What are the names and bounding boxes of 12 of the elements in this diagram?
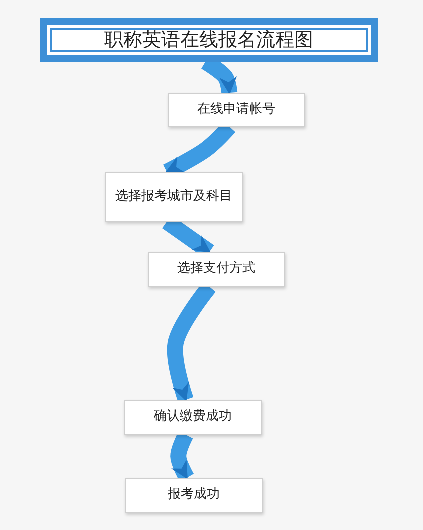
callout-box xyxy=(105,172,243,222)
title-text: 职称英语在线报名流程图 xyxy=(104,28,314,53)
callout-box xyxy=(125,478,263,513)
step-label: 报考成功 xyxy=(168,486,220,504)
callout-box xyxy=(148,252,285,287)
callout-box xyxy=(124,400,262,435)
title-banner xyxy=(40,18,378,62)
step-label: 在线申请帐号 xyxy=(198,100,276,119)
step-label: 选择支付方式 xyxy=(178,260,256,278)
step-label: 选择报考城市及科目 xyxy=(116,188,232,206)
step-label: 确认缴费成功 xyxy=(154,408,232,426)
callout-box xyxy=(168,93,305,127)
